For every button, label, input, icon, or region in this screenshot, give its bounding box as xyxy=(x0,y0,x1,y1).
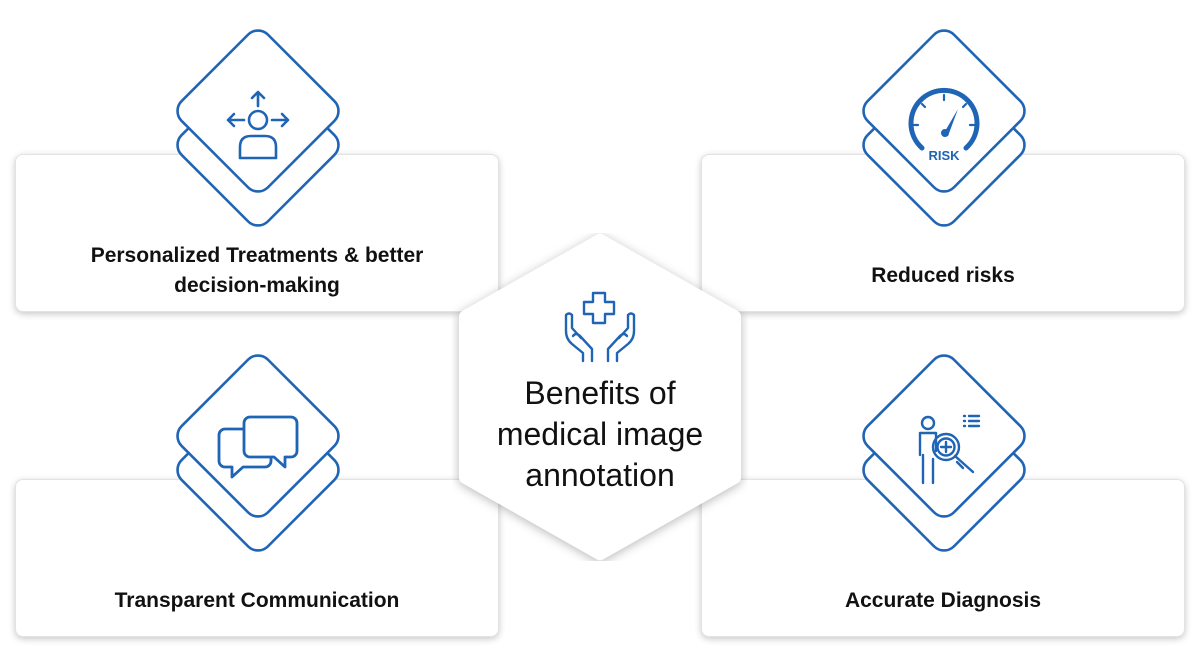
benefit-label: Accurate Diagnosis xyxy=(844,589,1042,612)
benefit-label: Personalized Treatments & better decisio… xyxy=(90,244,424,297)
benefit-label: Reduced risks xyxy=(871,264,1015,287)
chat-bubbles-icon xyxy=(217,415,299,479)
risk-gauge-text: RISK xyxy=(928,148,960,163)
center-hexagon: Benefits of medical image annotation xyxy=(452,233,748,561)
benefit-label: Transparent Communication xyxy=(114,589,400,612)
diamond-badge xyxy=(849,337,1039,569)
diamond-badge xyxy=(163,12,353,244)
diagnosis-magnifier-icon xyxy=(918,414,981,485)
diamond-badge xyxy=(163,337,353,569)
center-title: Benefits of medical image annotation xyxy=(496,375,704,493)
diamond-badge: RISK xyxy=(849,12,1039,244)
person-arrows-icon xyxy=(226,90,290,160)
risk-gauge-icon: RISK xyxy=(908,87,980,163)
caring-hands-plus-icon xyxy=(564,291,636,363)
